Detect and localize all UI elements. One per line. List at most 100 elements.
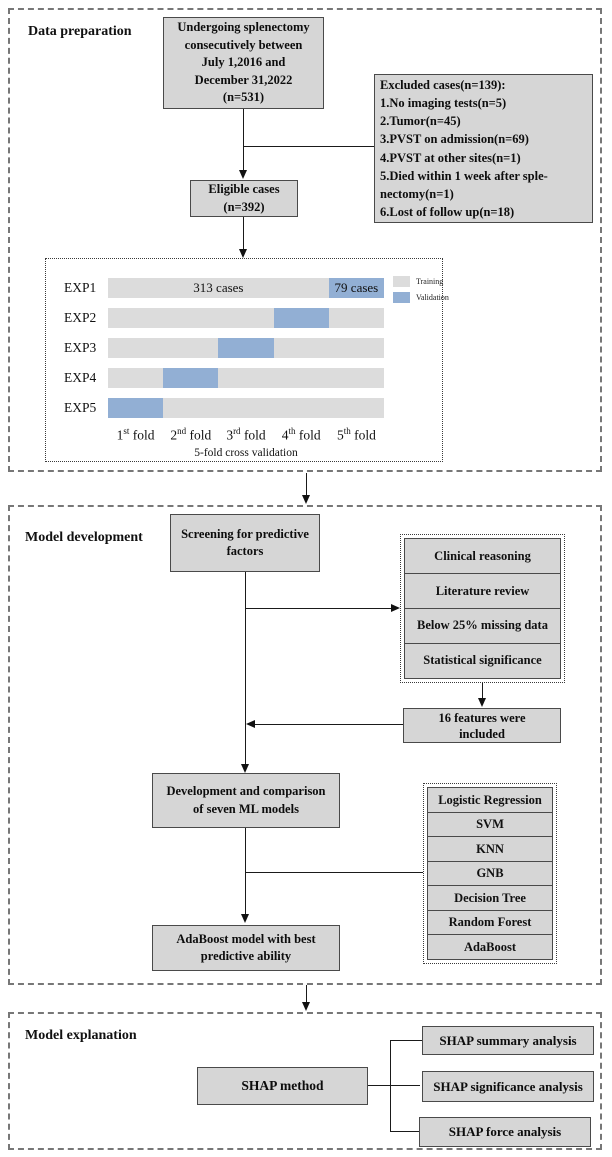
arrowhead-right-icon: [391, 604, 400, 612]
criteria-item: Statistical significance: [404, 642, 561, 679]
criteria-list: Clinical reasoning Literature review Bel…: [404, 538, 561, 679]
cohort-line: (n=531): [222, 90, 265, 105]
criteria-item: Below 25% missing data: [404, 607, 561, 645]
model-explanation-section: [8, 1012, 602, 1150]
cross-validation-panel: [45, 258, 443, 462]
connector-line: [368, 1085, 420, 1087]
legend-training-swatch: [393, 276, 410, 287]
fold-axis: 1st fold 2nd fold 3rd fold 4th fold 5th …: [108, 426, 384, 444]
shap-method-label: SHAP method: [241, 1078, 324, 1094]
development-line: Development and comparison: [166, 784, 326, 798]
exp-row-label: EXP1: [64, 280, 97, 295]
model-item: KNN: [427, 836, 553, 862]
connector-line: [389, 1040, 391, 1132]
arrowhead-down-icon: [240, 914, 249, 923]
development-line: of seven ML models: [193, 801, 299, 816]
arrowhead-down-icon: [301, 1002, 310, 1011]
screening-box: Screening for predictive factors: [170, 514, 320, 572]
excluded-box: Excluded cases(n=139): 1.No imaging test…: [374, 74, 593, 223]
legend-validation-label: Validation: [416, 293, 449, 302]
arrowhead-down-icon: [301, 495, 310, 504]
exp-row-label: EXP5: [64, 400, 97, 415]
model-development-label: Model development: [25, 530, 143, 545]
cv-bar-exp3: [108, 338, 384, 358]
best-model-line: predictive ability: [200, 949, 292, 963]
data-preparation-section: [8, 8, 602, 472]
validation-segment: [163, 368, 219, 388]
legend-training-label: Training: [416, 277, 444, 286]
connector-line: [244, 572, 246, 765]
excluded-item: 4.PVST at other sites(n=1): [380, 150, 521, 165]
connector-line: [305, 473, 307, 496]
fold-label: 1st fold: [116, 426, 155, 443]
excluded-item: 1.No imaging tests(n=5): [380, 95, 507, 110]
model-item: SVM: [427, 811, 553, 838]
connector-line: [390, 1040, 422, 1042]
connector-line: [243, 217, 245, 250]
excluded-item: 6.Lost of follow up(n=18): [380, 205, 515, 220]
arrowhead-left-icon: [246, 720, 255, 728]
fold-label: 4th fold: [281, 426, 321, 443]
shap-force-box: SHAP force analysis: [419, 1117, 591, 1147]
connector-line: [305, 985, 307, 1004]
model-item: Logistic Regression: [427, 787, 553, 813]
fold-label: 2nd fold: [170, 426, 212, 443]
best-model-line: AdaBoost model with best: [176, 931, 316, 946]
legend-validation-swatch: [393, 292, 410, 303]
excluded-item: 2.Tumor(n=45): [380, 114, 461, 129]
training-cases-label: 313 cases: [193, 280, 244, 295]
model-item: GNB: [427, 860, 553, 887]
validation-segment: [328, 278, 384, 298]
excluded-item: 5.Died within 1 week after sple-: [380, 168, 548, 183]
model-development-section: [8, 505, 602, 985]
cohort-line: July 1,2016 and: [201, 55, 286, 70]
criteria-panel: [400, 534, 565, 683]
models-list: Logistic Regression SVM KNN GNB Decision…: [427, 787, 553, 960]
validation-segment: [108, 398, 164, 418]
cv-bar-exp5: [108, 398, 384, 418]
connector-line: [390, 1131, 419, 1133]
screening-line: Screening for predictive: [181, 526, 309, 541]
features-line: 16 features were: [438, 710, 526, 725]
cv-caption: 5-fold cross validation: [194, 447, 298, 459]
cohort-line: consecutively between: [184, 37, 303, 52]
cohort-line: December 31,2022: [194, 72, 293, 87]
best-model-box: AdaBoost model with best predictive abil…: [152, 925, 340, 971]
models-panel: [423, 783, 557, 964]
shap-significance-label: SHAP significance analysis: [433, 1078, 583, 1094]
screening-line: factors: [226, 544, 264, 558]
shap-significance-box: SHAP significance analysis: [422, 1071, 594, 1102]
shap-summary-label: SHAP summary analysis: [439, 1032, 577, 1048]
cv-bar-exp2: [108, 308, 384, 328]
features-box: 16 features were included: [403, 708, 561, 743]
exp-row-label: EXP3: [64, 340, 97, 355]
connector-line: [243, 146, 374, 148]
excluded-item: nectomy(n=1): [380, 186, 454, 201]
arrowhead-down-icon: [239, 249, 247, 258]
arrowhead-down-icon: [477, 698, 486, 707]
cohort-line: Undergoing splenectomy: [177, 20, 310, 35]
cohort-box: Undergoing splenectomy consecutively bet…: [163, 17, 324, 109]
eligible-line: (n=392): [223, 199, 265, 214]
connector-line: [245, 872, 423, 874]
connector-line: [243, 109, 245, 171]
shap-summary-box: SHAP summary analysis: [422, 1026, 594, 1055]
model-item: AdaBoost: [427, 934, 553, 960]
eligible-box: Eligible cases (n=392): [190, 180, 298, 217]
cv-bar-exp1: 313 cases 79 cases: [108, 278, 384, 298]
eligible-line: Eligible cases: [208, 182, 280, 196]
model-item: Random Forest: [427, 909, 553, 936]
exp-row-label: EXP2: [64, 310, 97, 325]
criteria-item: Literature review: [404, 572, 561, 610]
fold-label: 5th fold: [336, 426, 376, 443]
validation-cases-label: 79 cases: [334, 280, 379, 295]
shap-force-label: SHAP force analysis: [448, 1124, 562, 1140]
shap-method-box: SHAP method: [197, 1067, 368, 1105]
connector-line: [244, 828, 246, 915]
connector-line: [481, 683, 483, 699]
criteria-item: Clinical reasoning: [404, 538, 561, 575]
arrowhead-down-icon: [240, 764, 249, 773]
validation-segment: [218, 338, 274, 358]
cv-bar-exp4: [108, 368, 384, 388]
